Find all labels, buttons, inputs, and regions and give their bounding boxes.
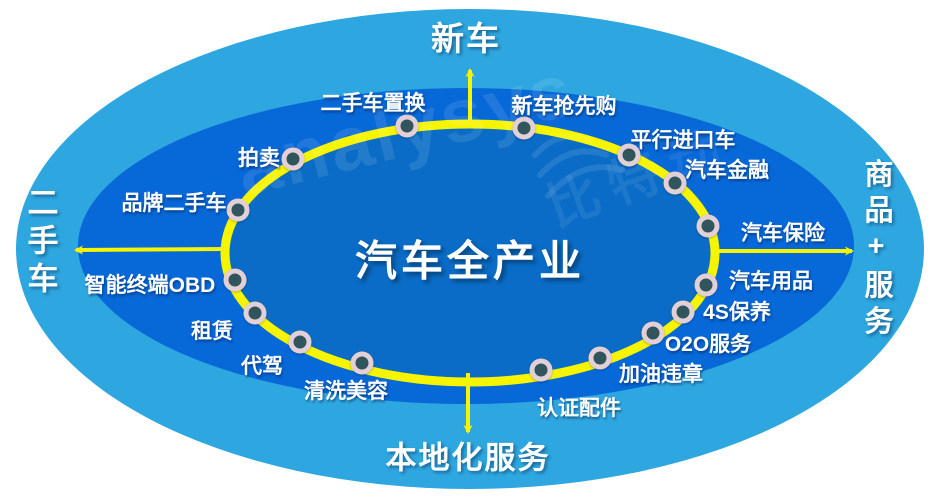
ring-node-dot	[663, 171, 687, 195]
ring-node-dot	[281, 147, 305, 171]
ring-node-label: 品牌二手车	[121, 192, 227, 215]
ring-node-dot	[243, 301, 267, 325]
ring-node-dot	[588, 346, 612, 370]
ring-node-label: O2O服务	[664, 333, 752, 356]
ring-node-label: 租赁	[191, 320, 233, 343]
direction-label-new-car: 新车	[431, 20, 501, 57]
ring-node-label: 汽车保险	[741, 222, 825, 245]
ring-node-label: 拍卖	[238, 147, 280, 170]
ring-node-dot	[671, 300, 695, 324]
ring-node-label: 智能终端OBD	[84, 274, 216, 297]
ring-node-dot	[694, 273, 718, 297]
ring-node-dot	[641, 321, 665, 345]
direction-label-goods-plus-services: 商品+服务	[860, 158, 892, 342]
ring-node-dot	[529, 358, 553, 382]
ring-node-dot	[395, 114, 419, 138]
ring-node-label: 4S保养	[703, 301, 771, 324]
ring-node-dot	[223, 268, 247, 292]
ring-node-dot	[696, 214, 720, 238]
ring-node-label: 汽车金融	[685, 159, 769, 182]
ring-node-label: 加油违章	[619, 363, 703, 386]
ring-node-label: 平行进口车	[630, 129, 736, 152]
diagram-title: 汽车全产业	[354, 237, 586, 285]
ring-node-dot	[226, 198, 250, 222]
ring-node-label: 汽车用品	[729, 270, 813, 293]
ring-node-label: 清洗美容	[304, 380, 388, 403]
ring-node-label: 认证配件	[537, 397, 621, 420]
direction-label-localized-services: 本地化服务	[385, 440, 551, 476]
direction-label-used-car: 二手车	[22, 186, 58, 300]
ring-node-label: 代驾	[241, 355, 283, 378]
ring-node-dot	[288, 330, 312, 354]
ring-node-dot	[512, 116, 536, 140]
ring-node-label: 二手车置换	[320, 92, 426, 115]
ring-node-dot	[350, 351, 374, 375]
arrow-left	[74, 245, 229, 255]
ring-node-label: 新车抢先购	[511, 95, 617, 118]
ring-node-dot	[617, 143, 641, 167]
watermark-swirl-icon	[532, 133, 625, 199]
